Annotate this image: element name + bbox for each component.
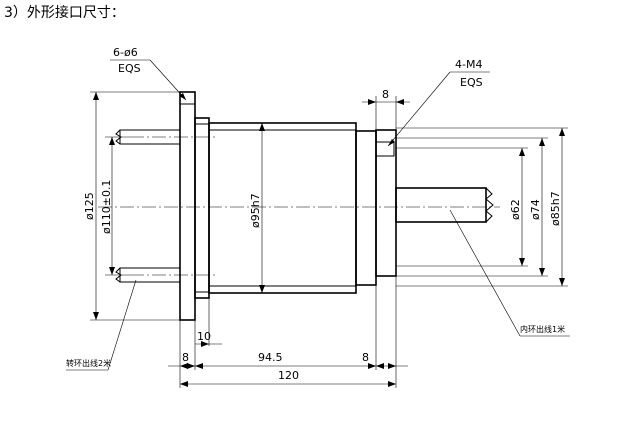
- section-heading: 3）外形接口尺寸：: [4, 5, 125, 21]
- dim-d74: ø74: [529, 199, 542, 220]
- dim-d62: ø62: [509, 199, 522, 220]
- right-flange: [375, 129, 397, 277]
- left-flange: [179, 91, 196, 321]
- left-flange-hatch: [179, 91, 196, 105]
- dim-d110: ø110±0.1: [100, 180, 113, 234]
- dim-b120: 120: [278, 369, 299, 382]
- dim-d95: ø95h7: [249, 193, 262, 228]
- right-step: [355, 130, 377, 286]
- callout-holes-left: 6-ø6: [113, 46, 138, 59]
- note-right-leader: 内环出线1米: [520, 324, 565, 334]
- dim-b94-5: 94.5: [258, 351, 283, 364]
- dim-b10: 10: [197, 330, 211, 343]
- dim-d125: ø125: [83, 192, 96, 220]
- note-left-leader: 转环出线2米: [66, 358, 111, 368]
- dim-b8-left: 8: [182, 351, 189, 364]
- callout-holes-left-sub: EQS: [118, 62, 141, 75]
- dim-b8-right: 8: [362, 351, 369, 364]
- main-housing: [208, 122, 357, 294]
- right-flange-hatch: [375, 141, 395, 157]
- dim-d85: ø85h7: [549, 191, 562, 226]
- callout-holes-right: 4-M4: [455, 58, 482, 71]
- dim-top-8: 8: [382, 88, 389, 101]
- right-shaft: [395, 187, 487, 223]
- left-hub: [194, 117, 210, 299]
- callout-holes-right-sub: EQS: [460, 76, 483, 89]
